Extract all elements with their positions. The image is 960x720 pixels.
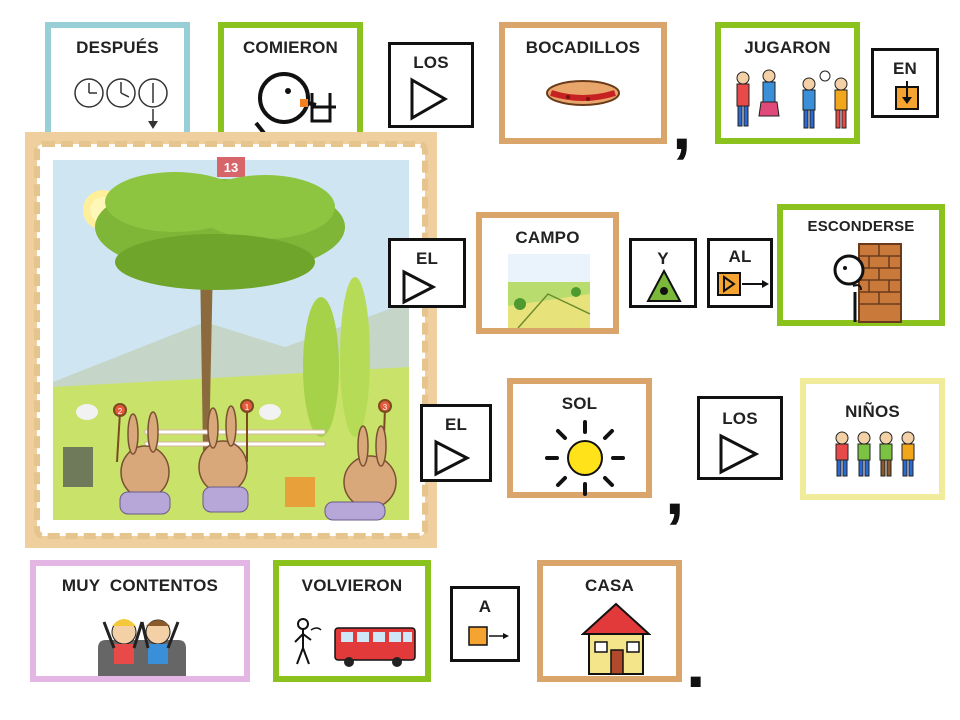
clock-icon <box>74 78 168 129</box>
page-number: 13 <box>224 160 238 175</box>
card-label: VOLVIERON <box>301 576 403 595</box>
card-label: CAMPO <box>515 228 580 247</box>
card-label: EN <box>892 59 918 78</box>
triangle-icon <box>434 439 471 477</box>
house-icon <box>581 602 651 675</box>
card-label: BOCADILLOS <box>525 38 641 57</box>
comma-1: , <box>672 86 692 164</box>
card-label: COMIERON <box>242 38 339 57</box>
card-campo[interactable]: CAMPO <box>476 212 619 334</box>
box-arrow-down-icon <box>895 81 919 110</box>
card-el-1[interactable]: EL <box>388 238 466 308</box>
marker-2: 2 <box>118 407 123 416</box>
card-label: A <box>478 597 492 616</box>
triangle-icon <box>719 433 760 475</box>
card-label: LOS <box>413 53 449 72</box>
field-icon <box>508 254 590 328</box>
card-al[interactable]: AL <box>707 238 773 308</box>
card-label: CASA <box>585 576 634 595</box>
hiding-icon <box>833 243 902 323</box>
sandwich-icon <box>546 80 620 106</box>
triangle-icon <box>410 77 449 121</box>
card-label: EL <box>444 415 468 434</box>
box-arrow-right-icon <box>468 626 509 646</box>
card-label: SOL <box>561 394 598 413</box>
card-label: NIÑOS <box>845 402 900 421</box>
children-playing-icon <box>736 69 848 129</box>
card-despues[interactable]: DESPUÉS <box>45 22 190 142</box>
comma-2: , <box>665 451 685 529</box>
card-label: DESPUÉS <box>76 38 159 57</box>
card-sol[interactable]: SOL <box>507 378 652 498</box>
card-volvieron[interactable]: VOLVIERON <box>273 560 431 682</box>
card-label: LOS <box>722 409 758 428</box>
triangle-dot-icon <box>646 269 682 302</box>
card-y[interactable]: Y <box>629 238 697 308</box>
card-casa[interactable]: CASA <box>537 560 682 682</box>
sun-icon <box>545 420 625 496</box>
triangle-icon <box>402 269 437 305</box>
card-bocadillos[interactable]: BOCADILLOS <box>499 22 667 144</box>
box-arrow-right-icon <box>717 272 769 296</box>
happy-kids-icon <box>98 619 186 676</box>
story-illustration: 13 2 1 3 <box>25 132 437 548</box>
card-los-2[interactable]: LOS <box>697 396 783 480</box>
period: . <box>686 624 706 702</box>
card-label: Y <box>657 249 669 268</box>
card-en[interactable]: EN <box>871 48 939 118</box>
card-label: MUY CONTENTOS <box>61 576 219 595</box>
card-jugaron[interactable]: JUGARON <box>715 22 860 144</box>
marker-3: 3 <box>383 403 388 412</box>
card-los-1[interactable]: LOS <box>388 42 474 128</box>
card-label: ESCONDERSE <box>807 218 915 235</box>
card-label: AL <box>728 247 752 266</box>
card-a[interactable]: A <box>450 586 520 662</box>
card-label: EL <box>415 249 439 268</box>
eating-icon <box>254 72 336 135</box>
walking-bus-icon <box>294 618 416 667</box>
card-esconderse[interactable]: ESCONDERSE <box>777 204 945 326</box>
card-comieron[interactable]: COMIERON <box>218 22 363 142</box>
card-muy-contentos[interactable]: MUY CONTENTOS <box>30 560 250 682</box>
card-ninos[interactable]: NIÑOS <box>800 378 945 500</box>
card-el-2[interactable]: EL <box>420 404 492 482</box>
children-icon <box>835 431 915 477</box>
marker-1: 1 <box>245 403 250 412</box>
card-label: JUGARON <box>744 38 831 57</box>
